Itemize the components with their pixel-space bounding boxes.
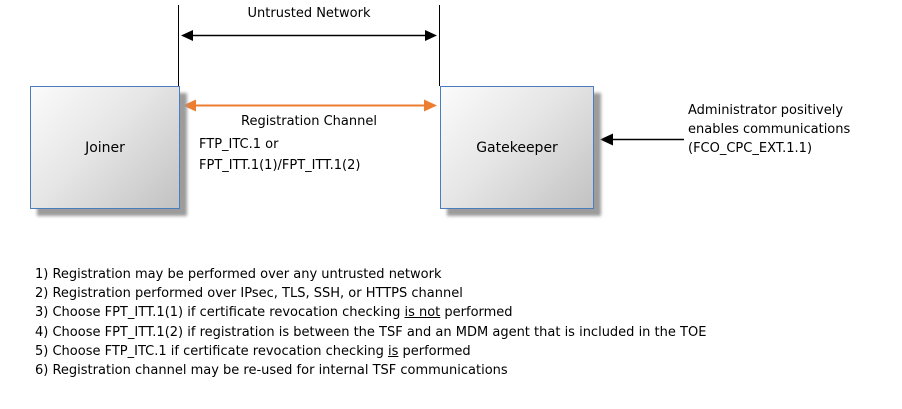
note-line-3: 3) Choose FPT_ITT.1(1) if certificate re…: [35, 303, 706, 322]
note-text: 3) Choose FPT_ITT.1(1) if certificate re…: [35, 305, 405, 321]
admin-annotation: Administrator positively enables communi…: [688, 101, 850, 158]
note-text: 6) Registration channel may be re-used f…: [35, 363, 508, 379]
admin-annotation-line-2: enables communications: [688, 122, 851, 137]
note-line-6: 6) Registration channel may be re-used f…: [35, 361, 706, 380]
registration-arrowhead-right: [424, 99, 437, 112]
admin-annotation-line-3: (FCO_CPC_EXT.1.1): [688, 141, 813, 156]
admin-annotation-line-1: Administrator positively: [688, 103, 844, 118]
untrusted-network-arrow: [181, 30, 437, 41]
registration-arrowhead-left: [183, 99, 196, 112]
notes-list: 1) Registration may be performed over an…: [35, 265, 706, 380]
untrusted-arrowhead-right: [425, 30, 437, 41]
note-text: 5) Choose FTP_ITC.1 if certificate revoc…: [35, 343, 388, 359]
note-text: performed: [440, 305, 513, 321]
admin-enable-arrow: [600, 133, 684, 146]
registration-protocol-line-1: FTP_ITC.1 or: [199, 137, 279, 152]
note-text: 2) Registration performed over IPsec, TL…: [35, 286, 463, 302]
registration-protocol-line-2: FPT_ITT.1(1)/FPT_ITT.1(2): [199, 158, 361, 173]
gatekeeper-label: Gatekeeper: [476, 139, 558, 156]
registration-channel-title: Registration Channel: [241, 114, 377, 129]
note-text: performed: [398, 343, 471, 359]
note-underlined-text: is: [387, 343, 399, 359]
note-line-2: 2) Registration performed over IPsec, TL…: [35, 284, 706, 303]
note-underlined-text: is not: [404, 305, 441, 321]
registration-channel-arrow: [183, 99, 437, 112]
joiner-node: Joiner: [30, 86, 180, 209]
untrusted-network-label: Untrusted Network: [247, 6, 371, 21]
untrusted-arrowhead-left: [181, 30, 193, 41]
joiner-label: Joiner: [85, 139, 125, 156]
admin-arrowhead: [600, 133, 613, 146]
note-line-4: 4) Choose FPT_ITT.1(2) if registration i…: [35, 323, 706, 342]
note-line-1: 1) Registration may be performed over an…: [35, 265, 706, 284]
note-line-5: 5) Choose FTP_ITC.1 if certificate revoc…: [35, 342, 706, 361]
note-text: 1) Registration may be performed over an…: [35, 267, 442, 282]
gatekeeper-node: Gatekeeper: [440, 86, 594, 209]
note-text: 4) Choose FPT_ITT.1(2) if registration i…: [35, 324, 707, 340]
registration-protocols: FTP_ITC.1 or FPT_ITT.1(1)/FPT_ITT.1(2): [199, 134, 360, 176]
